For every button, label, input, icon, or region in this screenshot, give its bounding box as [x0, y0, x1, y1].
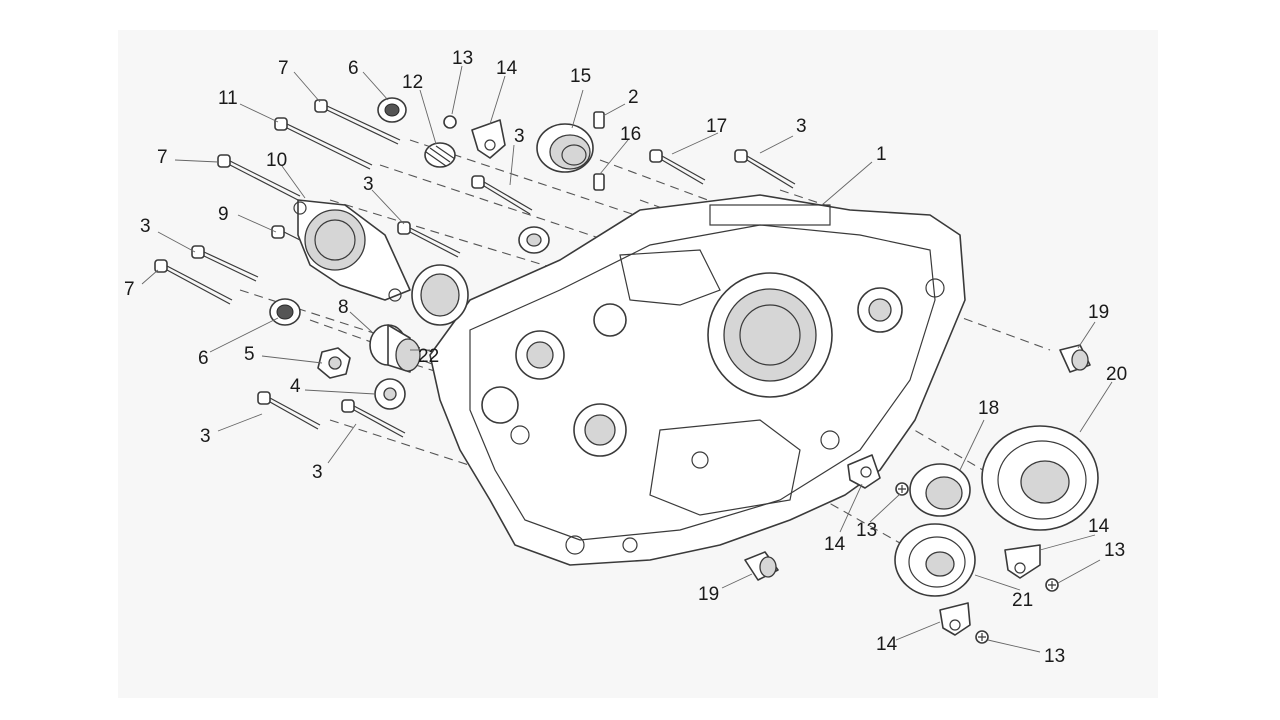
bolt-7-middle — [217, 154, 301, 201]
bolt-3-right — [734, 149, 796, 189]
callout-3-left: 3 — [140, 216, 151, 237]
callout-19-bottom: 19 — [698, 584, 719, 605]
callout-8: 8 — [338, 297, 349, 318]
callout-12: 12 — [402, 72, 423, 93]
callout-21: 21 — [1012, 590, 1033, 611]
callout-3-lower-left: 3 — [200, 426, 211, 447]
callout-13-mid: 13 — [856, 520, 877, 541]
callout-4: 4 — [290, 376, 301, 397]
callout-labels: 1 2 3 3 3 3 3 3 4 5 6 6 7 7 7 8 9 10 11 … — [124, 48, 1127, 667]
callout-22: 22 — [418, 346, 439, 367]
needle-bearing — [424, 142, 456, 168]
callout-2: 2 — [628, 87, 639, 108]
callout-6-lower: 6 — [198, 348, 209, 369]
ball-bearings — [894, 425, 1099, 597]
crankcase-half — [429, 194, 966, 566]
bolt-7-lower — [154, 259, 233, 305]
bolt-3-lower-left — [257, 391, 321, 430]
bolt-9 — [271, 225, 301, 241]
callout-5: 5 — [244, 344, 255, 365]
callout-13-top: 13 — [452, 48, 473, 69]
bolt-7-upper — [314, 99, 401, 145]
callout-3-lower: 3 — [312, 462, 323, 483]
crankcase-bolts — [154, 99, 796, 438]
dowel-pins — [593, 111, 605, 191]
callout-9: 9 — [218, 204, 229, 225]
callout-16: 16 — [620, 124, 641, 145]
small-screws — [443, 115, 1059, 644]
callout-13-bottom: 13 — [1044, 646, 1065, 667]
callout-1: 1 — [876, 144, 887, 165]
callout-7-middle: 7 — [157, 147, 168, 168]
callout-10: 10 — [266, 150, 287, 171]
bolt-3-upper — [471, 175, 533, 215]
callout-7-lower: 7 — [124, 279, 135, 300]
callout-17: 17 — [706, 116, 727, 137]
callout-13-right: 13 — [1104, 540, 1125, 561]
callout-3-upper: 3 — [514, 126, 525, 147]
callout-14-top: 14 — [496, 58, 518, 79]
callout-3-mid: 3 — [363, 174, 374, 195]
bolt-3-mid — [397, 221, 461, 258]
bolt-3-lower-mid — [341, 399, 406, 438]
callout-6-upper: 6 — [348, 58, 359, 79]
locating-sleeves — [744, 344, 1091, 581]
bolt-11 — [274, 117, 373, 170]
callout-18: 18 — [978, 398, 999, 419]
callout-11: 11 — [218, 88, 238, 109]
bearing-housing — [293, 199, 411, 302]
sleeve-bushing — [536, 123, 594, 173]
callout-15: 15 — [570, 66, 591, 87]
callout-14-mid: 14 — [824, 534, 846, 555]
callout-7-upper: 7 — [278, 58, 289, 79]
callout-20: 20 — [1106, 364, 1127, 385]
leader-lines — [141, 65, 1113, 653]
nut-near-housing — [518, 226, 550, 254]
callout-14-right: 14 — [1088, 516, 1110, 537]
bushing — [369, 324, 421, 373]
bolt-17 — [649, 149, 706, 185]
callout-3-right: 3 — [796, 116, 807, 137]
bolt-3-left-upper — [191, 245, 259, 282]
callout-19-right: 19 — [1088, 302, 1109, 323]
retaining-plates — [471, 119, 1041, 636]
callout-14-bottom: 14 — [876, 634, 898, 655]
washer-and-nut — [317, 347, 406, 410]
